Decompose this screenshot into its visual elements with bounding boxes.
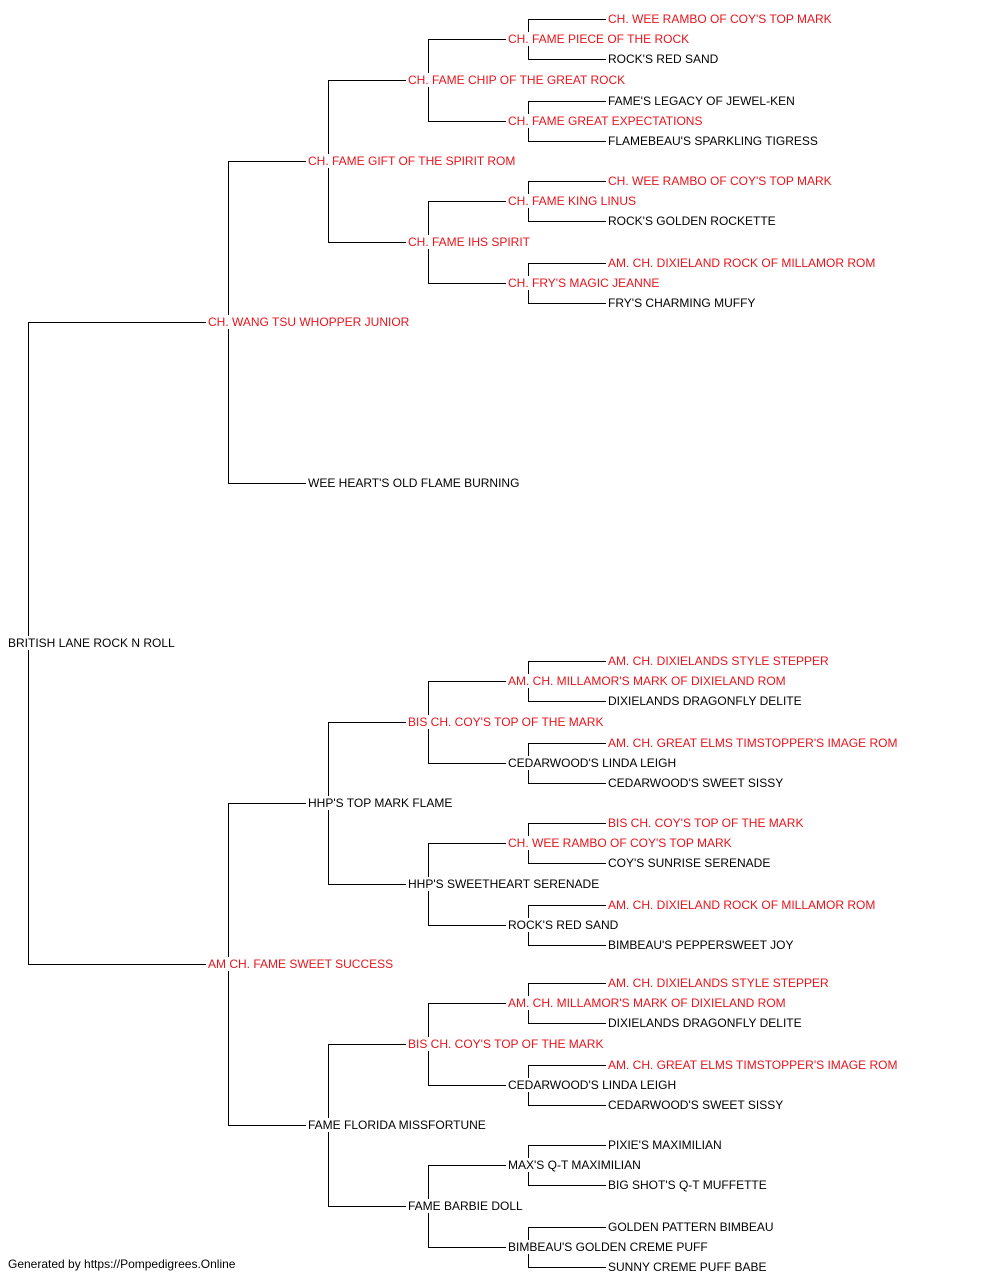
pedigree-great-grandparent-name: CH. FAME IHS SPIRIT [408, 235, 533, 249]
pedigree-g-great-grandparent-name: AM. CH. MILLAMOR'S MARK OF DIXIELAND ROM [508, 996, 788, 1010]
pedigree-gg-great-grandparent-name: PIXIE'S MAXIMILIAN [608, 1138, 724, 1152]
generated-by-footer: Generated by https://Pompedigrees.Online [8, 1257, 236, 1271]
pedigree-gg-great-grandparent-name: FLAMEBEAU'S SPARKLING TIGRESS [608, 134, 820, 148]
pedigree-gg-great-grandparent-name: AM. CH. DIXIELANDS STYLE STEPPER [608, 976, 831, 990]
pedigree-g-great-grandparent-name: CH. WEE RAMBO OF COY'S TOP MARK [508, 836, 734, 850]
pedigree-gg-great-grandparent-name: ROCK'S GOLDEN ROCKETTE [608, 214, 778, 228]
pedigree-gg-great-grandparent-name: FAME'S LEGACY OF JEWEL-KEN [608, 94, 797, 108]
pedigree-gg-great-grandparent-name: AM. CH. GREAT ELMS TIMSTOPPER'S IMAGE RO… [608, 1058, 900, 1072]
pedigree-g-great-grandparent-name: BIMBEAU'S GOLDEN CREME PUFF [508, 1240, 710, 1254]
pedigree-subject-name: BRITISH LANE ROCK N ROLL [8, 636, 177, 650]
pedigree-parent-name: CH. WANG TSU WHOPPER JUNIOR [208, 315, 412, 329]
pedigree-grandparent-name: CH. FAME GIFT OF THE SPIRIT ROM [308, 154, 518, 168]
pedigree-grandparent-name: WEE HEART'S OLD FLAME BURNING [308, 476, 522, 490]
pedigree-great-grandparent-name: BIS CH. COY'S TOP OF THE MARK [408, 715, 606, 729]
pedigree-great-grandparent-name: CH. FAME CHIP OF THE GREAT ROCK [408, 73, 628, 87]
pedigree-g-great-grandparent-name: CH. FAME PIECE OF THE ROCK [508, 32, 692, 46]
pedigree-gg-great-grandparent-name: COY'S SUNRISE SERENADE [608, 856, 773, 870]
pedigree-gg-great-grandparent-name: SUNNY CREME PUFF BABE [608, 1260, 769, 1274]
pedigree-gg-great-grandparent-name: AM. CH. DIXIELAND ROCK OF MILLAMOR ROM [608, 898, 878, 912]
pedigree-g-great-grandparent-name: CEDARWOOD'S LINDA LEIGH [508, 756, 679, 770]
pedigree-gg-great-grandparent-name: CH. WEE RAMBO OF COY'S TOP MARK [608, 174, 834, 188]
pedigree-gg-great-grandparent-name: GOLDEN PATTERN BIMBEAU [608, 1220, 776, 1234]
pedigree-gg-great-grandparent-name: BIMBEAU'S PEPPERSWEET JOY [608, 938, 796, 952]
pedigree-gg-great-grandparent-name: CH. WEE RAMBO OF COY'S TOP MARK [608, 12, 834, 26]
pedigree-great-grandparent-name: FAME BARBIE DOLL [408, 1199, 525, 1213]
pedigree-g-great-grandparent-name: CEDARWOOD'S LINDA LEIGH [508, 1078, 679, 1092]
pedigree-g-great-grandparent-name: AM. CH. MILLAMOR'S MARK OF DIXIELAND ROM [508, 674, 788, 688]
pedigree-gg-great-grandparent-name: DIXIELANDS DRAGONFLY DELITE [608, 694, 804, 708]
pedigree-g-great-grandparent-name: MAX'S Q-T MAXIMILIAN [508, 1158, 643, 1172]
pedigree-gg-great-grandparent-name: AM. CH. DIXIELAND ROCK OF MILLAMOR ROM [608, 256, 878, 270]
pedigree-gg-great-grandparent-name: CEDARWOOD'S SWEET SISSY [608, 776, 786, 790]
pedigree-g-great-grandparent-name: CH. FAME GREAT EXPECTATIONS [508, 114, 705, 128]
pedigree-gg-great-grandparent-name: ROCK'S RED SAND [608, 52, 721, 66]
pedigree-g-great-grandparent-name: CH. FRY'S MAGIC JEANNE [508, 276, 662, 290]
pedigree-g-great-grandparent-name: ROCK'S RED SAND [508, 918, 621, 932]
pedigree-g-great-grandparent-name: CH. FAME KING LINUS [508, 194, 639, 208]
pedigree-gg-great-grandparent-name: DIXIELANDS DRAGONFLY DELITE [608, 1016, 804, 1030]
pedigree-gg-great-grandparent-name: BIS CH. COY'S TOP OF THE MARK [608, 816, 806, 830]
pedigree-gg-great-grandparent-name: BIG SHOT'S Q-T MUFFETTE [608, 1178, 769, 1192]
pedigree-grandparent-name: HHP'S TOP MARK FLAME [308, 796, 455, 810]
pedigree-great-grandparent-name: BIS CH. COY'S TOP OF THE MARK [408, 1037, 606, 1051]
pedigree-grandparent-name: FAME FLORIDA MISSFORTUNE [308, 1118, 488, 1132]
pedigree-great-grandparent-name: HHP'S SWEETHEART SERENADE [408, 877, 602, 891]
pedigree-parent-name: AM CH. FAME SWEET SUCCESS [208, 957, 396, 971]
pedigree-gg-great-grandparent-name: AM. CH. GREAT ELMS TIMSTOPPER'S IMAGE RO… [608, 736, 900, 750]
pedigree-gg-great-grandparent-name: AM. CH. DIXIELANDS STYLE STEPPER [608, 654, 831, 668]
pedigree-gg-great-grandparent-name: FRY'S CHARMING MUFFY [608, 296, 758, 310]
pedigree-gg-great-grandparent-name: CEDARWOOD'S SWEET SISSY [608, 1098, 786, 1112]
